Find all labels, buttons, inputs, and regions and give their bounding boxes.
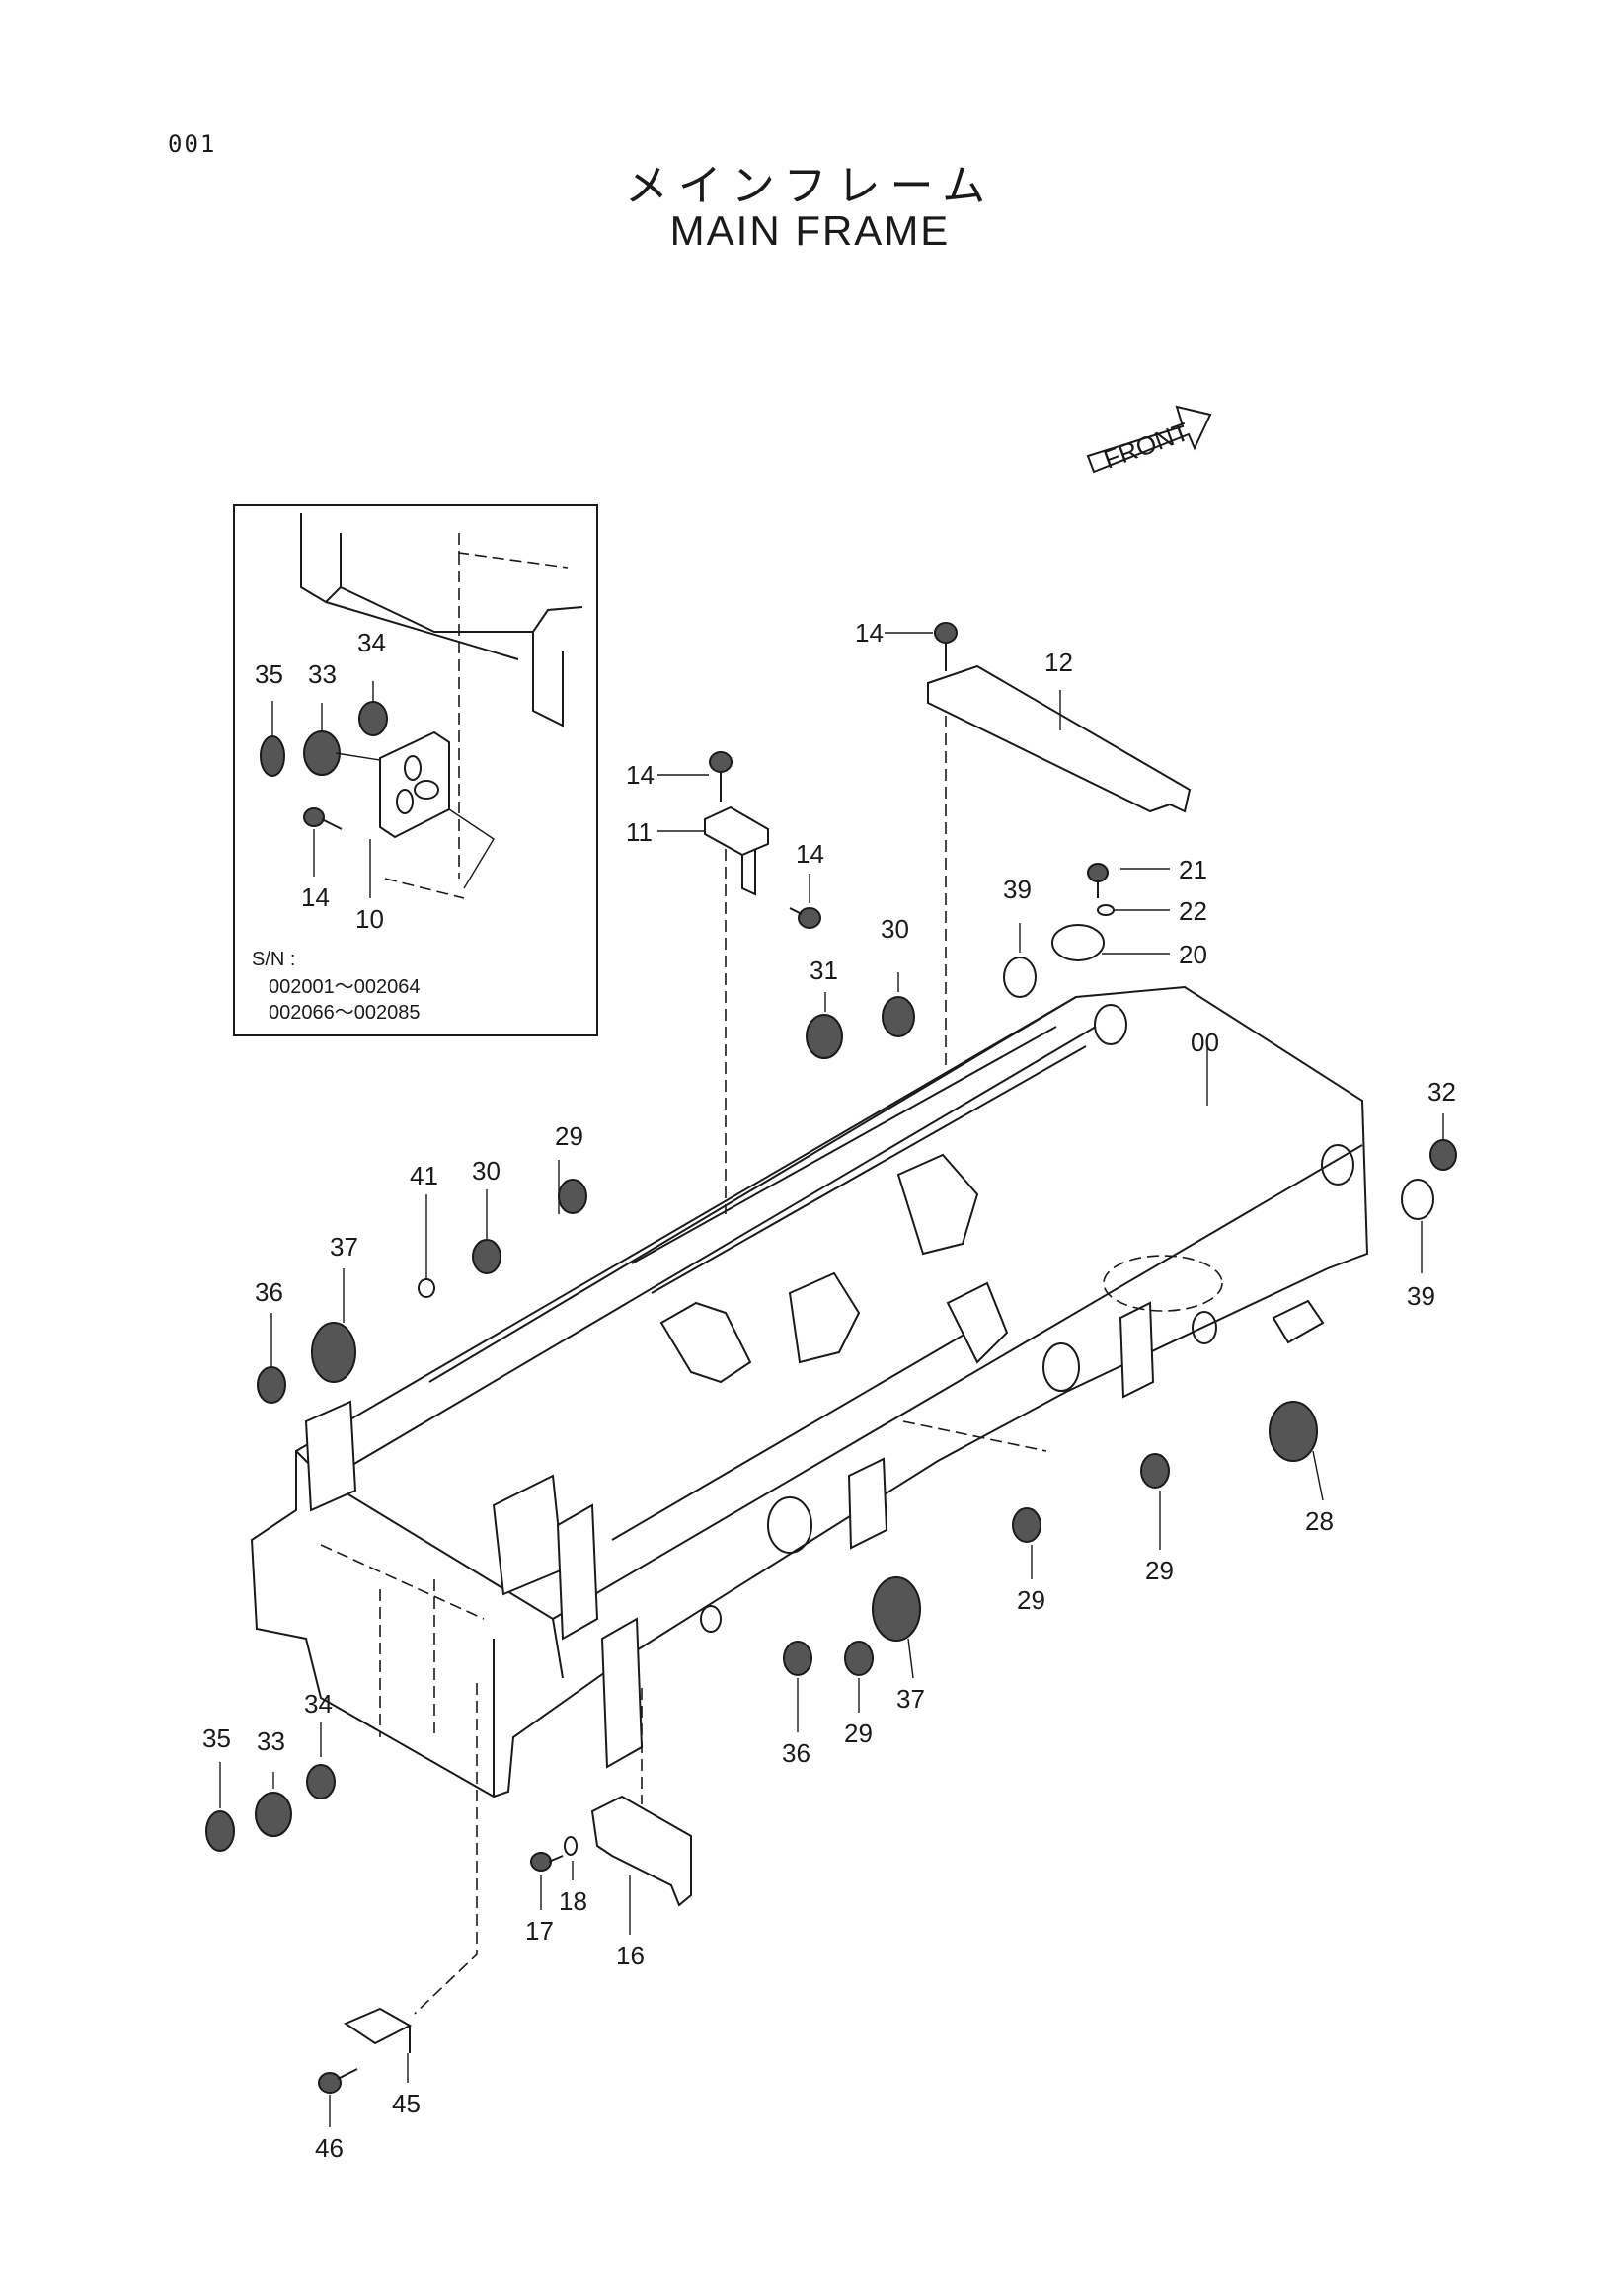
callout-45: 45 (392, 2089, 421, 2118)
callout-36: 36 (782, 1738, 810, 1768)
bushings (205, 957, 1457, 1852)
front-label: FRONT (1100, 417, 1194, 475)
callout-16: 16 (616, 1941, 645, 1970)
callout-20: 20 (1179, 940, 1207, 969)
title-japanese: メインフレーム (624, 161, 996, 211)
callout-30: 30 (472, 1156, 501, 1186)
serial-range-1: 002001～002064 (269, 976, 420, 998)
callout-32: 32 (1427, 1077, 1456, 1107)
page-number: 001 (168, 130, 217, 158)
part-11-bracket (704, 805, 769, 1214)
callout-34: 34 (357, 628, 386, 657)
callout-37: 37 (896, 1684, 925, 1714)
part-12-rail (927, 664, 1192, 1066)
front-direction-arrow: FRONT (1086, 405, 1212, 475)
callout-29: 29 (1145, 1556, 1174, 1585)
callout-00: 00 (1191, 1028, 1219, 1057)
callout-33: 33 (257, 1726, 285, 1756)
callout-22: 22 (1179, 896, 1207, 926)
callout-35: 35 (255, 659, 283, 689)
part-45-bracket (343, 1683, 478, 2053)
callout-39: 39 (1003, 875, 1032, 904)
callout-37: 37 (330, 1232, 358, 1262)
callout-30: 30 (881, 914, 909, 944)
callout-14: 14 (855, 618, 884, 648)
main-frame-body (250, 985, 1369, 1799)
title-english: MAIN FRAME (669, 207, 951, 254)
serial-label: S/N : (252, 949, 295, 970)
callout-12: 12 (1044, 648, 1073, 677)
callout-14: 14 (626, 760, 655, 790)
part-16-cover (590, 1688, 692, 1907)
callout-41: 41 (410, 1161, 438, 1190)
callout-39: 39 (1407, 1281, 1435, 1311)
inset-box (233, 504, 598, 1036)
callout-35: 35 (202, 1723, 231, 1753)
callout-29: 29 (1017, 1585, 1045, 1615)
callout-36: 36 (255, 1277, 283, 1307)
callout-29: 29 (555, 1121, 583, 1151)
callout-14: 14 (301, 882, 330, 912)
serial-range-2: 002066～002085 (269, 1002, 420, 1024)
callout-17: 17 (525, 1916, 554, 1946)
callout-28: 28 (1305, 1506, 1334, 1536)
leader-lines (219, 632, 1444, 2127)
part-20-cover-plate (1051, 924, 1105, 961)
callouts: 14 12 14 11 14 21 22 20 39 30 31 00 32 3… (202, 618, 1456, 2163)
bolts (318, 622, 1115, 2094)
callout-10: 10 (355, 904, 384, 934)
callout-14: 14 (796, 839, 824, 869)
callout-33: 33 (308, 659, 337, 689)
callout-34: 34 (304, 1689, 333, 1719)
callout-18: 18 (559, 1886, 587, 1916)
callout-29: 29 (844, 1719, 873, 1748)
callout-21: 21 (1179, 855, 1207, 884)
callout-46: 46 (315, 2133, 344, 2163)
callout-31: 31 (810, 956, 838, 985)
callout-11: 11 (626, 817, 653, 847)
